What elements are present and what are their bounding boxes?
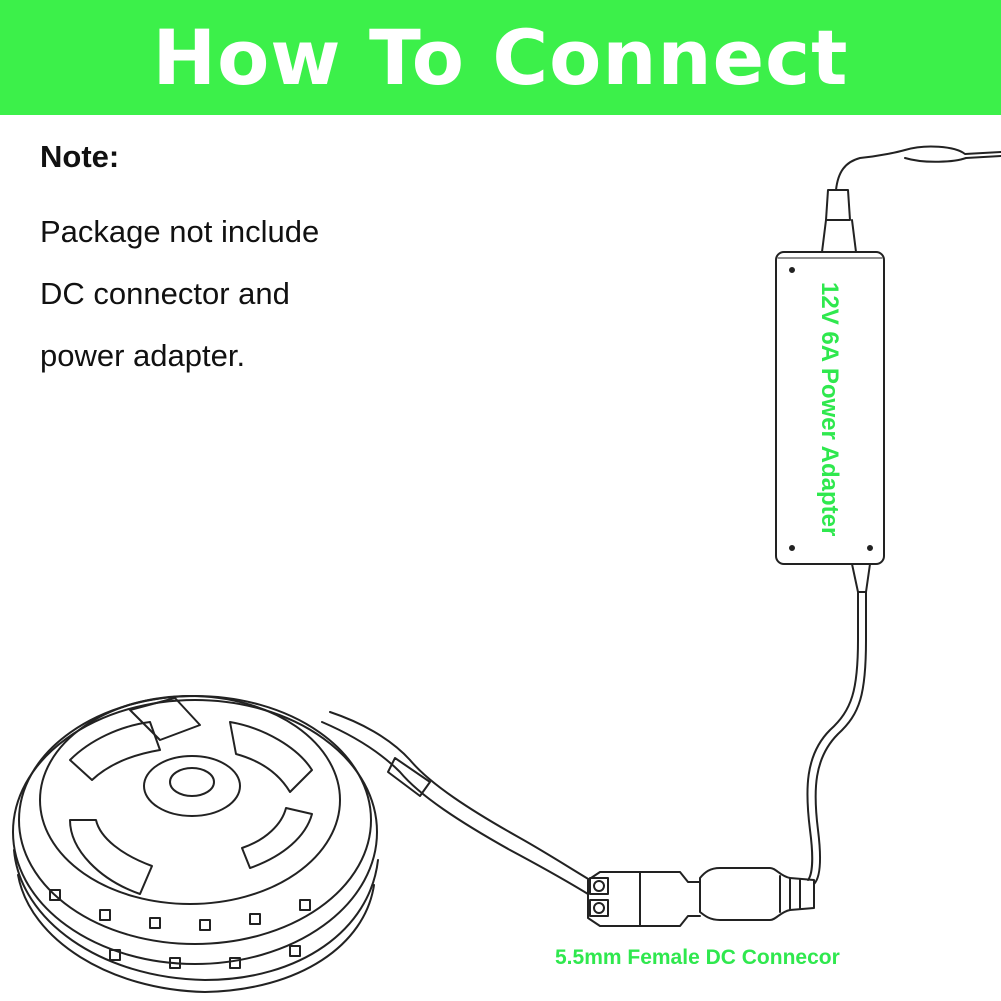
dc-plug <box>699 867 815 921</box>
power-adapter <box>775 251 885 565</box>
connector-label: 5.5mm Female DC Connecor <box>555 946 840 969</box>
strip-wire <box>321 711 591 895</box>
female-dc-connector <box>587 871 701 927</box>
page-title: How To Connect <box>152 13 849 102</box>
output-cable <box>806 563 871 885</box>
adapter-label: 12V 6A Power Adapter <box>816 282 843 536</box>
led-strip-reel <box>12 695 379 993</box>
note-block: Note: Package not include DC connector a… <box>40 135 319 387</box>
header-banner <box>0 0 1001 115</box>
note-line-1: Package not include <box>40 214 320 249</box>
note-title: Note: <box>40 139 120 174</box>
note-line-2: DC connector and <box>40 276 290 311</box>
ac-cable <box>821 145 1001 253</box>
note-line-3: power adapter. <box>40 338 246 373</box>
